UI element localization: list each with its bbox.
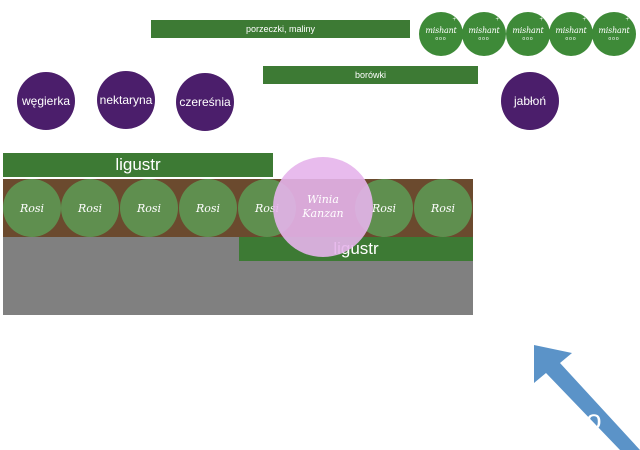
tree-jablon-label: jabłoń [513, 94, 547, 108]
rose-2-label: Rosi [77, 201, 103, 215]
tree-nektaryna: nektaryna [97, 71, 155, 129]
rose-3: Rosi [120, 179, 178, 237]
rose-3-label: Rosi [136, 201, 162, 215]
rose-7: Rosi [414, 179, 472, 237]
arrow-label: ko [572, 404, 602, 436]
bush-4-name: mishant [555, 25, 587, 35]
bush-3: + mishant ooo [506, 12, 550, 56]
bush-4-sub: ooo [565, 35, 577, 42]
strip-porzeczki-label: porzeczki, maliny [245, 24, 316, 34]
hedge-ligustr-top-label: ligustr [115, 155, 161, 174]
arrow-label-text: ko [572, 404, 602, 435]
bush-5: + mishant ooo [592, 12, 636, 56]
rose-2: Rosi [61, 179, 119, 237]
rose-7-label: Rosi [430, 201, 456, 215]
bush-3-name: mishant [512, 25, 544, 35]
strip-porzeczki-maliny: porzeczki, maliny [151, 20, 410, 38]
bush-2: + mishant ooo [462, 12, 506, 56]
strip-borowki-label: borówki [354, 70, 386, 80]
bush-5-name: mishant [598, 25, 630, 35]
vine-winia-kanzan: Winia Kanzan [273, 157, 373, 257]
bush-4: + mishant ooo [549, 12, 593, 56]
tree-wegierka: węgierka [17, 72, 75, 130]
rose-6-label: Rosi [371, 201, 397, 215]
bush-2-sub: ooo [478, 35, 490, 42]
bush-5-sub: ooo [608, 35, 620, 42]
bush-2-name: mishant [468, 25, 500, 35]
rose-4: Rosi [179, 179, 237, 237]
bush-1-name: mishant [425, 25, 457, 35]
vine-label: Winia Kanzan [302, 193, 344, 220]
tree-czeresnia-label: czereśnia [179, 95, 231, 109]
rose-1: Rosi [3, 179, 61, 237]
tree-wegierka-label: węgierka [21, 94, 71, 108]
bush-1-sub: ooo [435, 35, 447, 42]
hedge-ligustr-top: ligustr [3, 153, 273, 177]
bush-1: + mishant ooo [419, 12, 463, 56]
tree-nektaryna-label: nektaryna [99, 93, 153, 107]
strip-borowki: borówki [263, 66, 478, 84]
tree-czeresnia: czereśnia [176, 73, 234, 131]
direction-arrow-icon [534, 345, 640, 450]
rose-4-label: Rosi [195, 201, 221, 215]
rose-1-label: Rosi [19, 201, 45, 215]
tree-jablon: jabłoń [501, 72, 559, 130]
bush-3-sub: ooo [522, 35, 534, 42]
